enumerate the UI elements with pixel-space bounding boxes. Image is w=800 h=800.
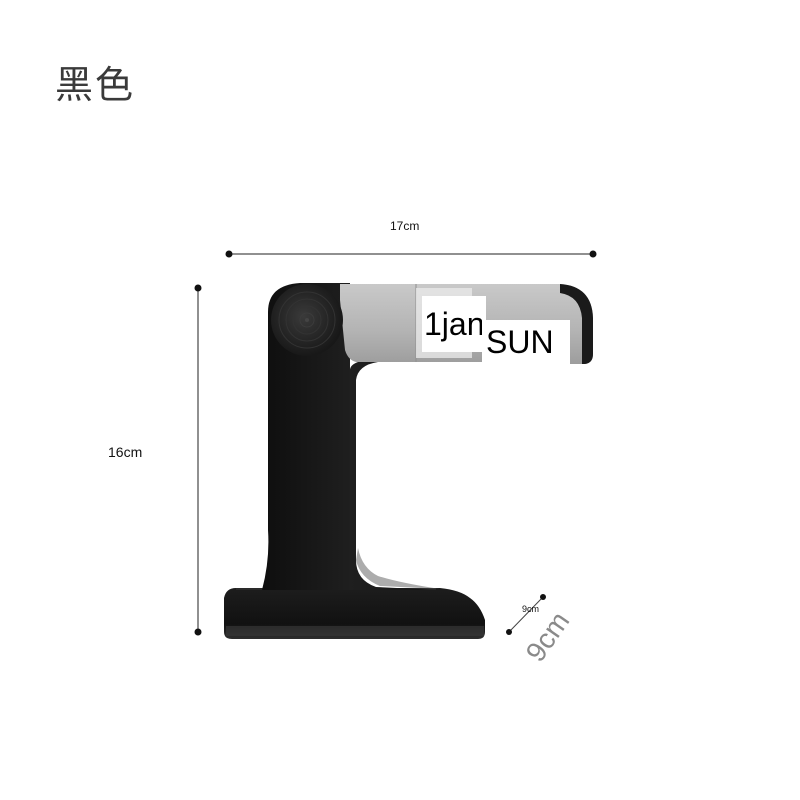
depth-label: 9cm — [522, 604, 540, 614]
stand-column — [262, 283, 440, 590]
adjustment-knob — [271, 284, 343, 356]
display-day: SUN — [482, 320, 570, 366]
height-label: 16cm — [108, 444, 143, 460]
depth-dimension-line — [506, 594, 546, 635]
display-date: 1jan — [422, 296, 486, 352]
width-dimension-line — [225, 250, 597, 258]
stand-base — [224, 588, 485, 639]
width-label: 17cm — [390, 219, 420, 233]
height-dimension-line — [194, 284, 202, 636]
color-label: 黑色 — [55, 63, 136, 107]
